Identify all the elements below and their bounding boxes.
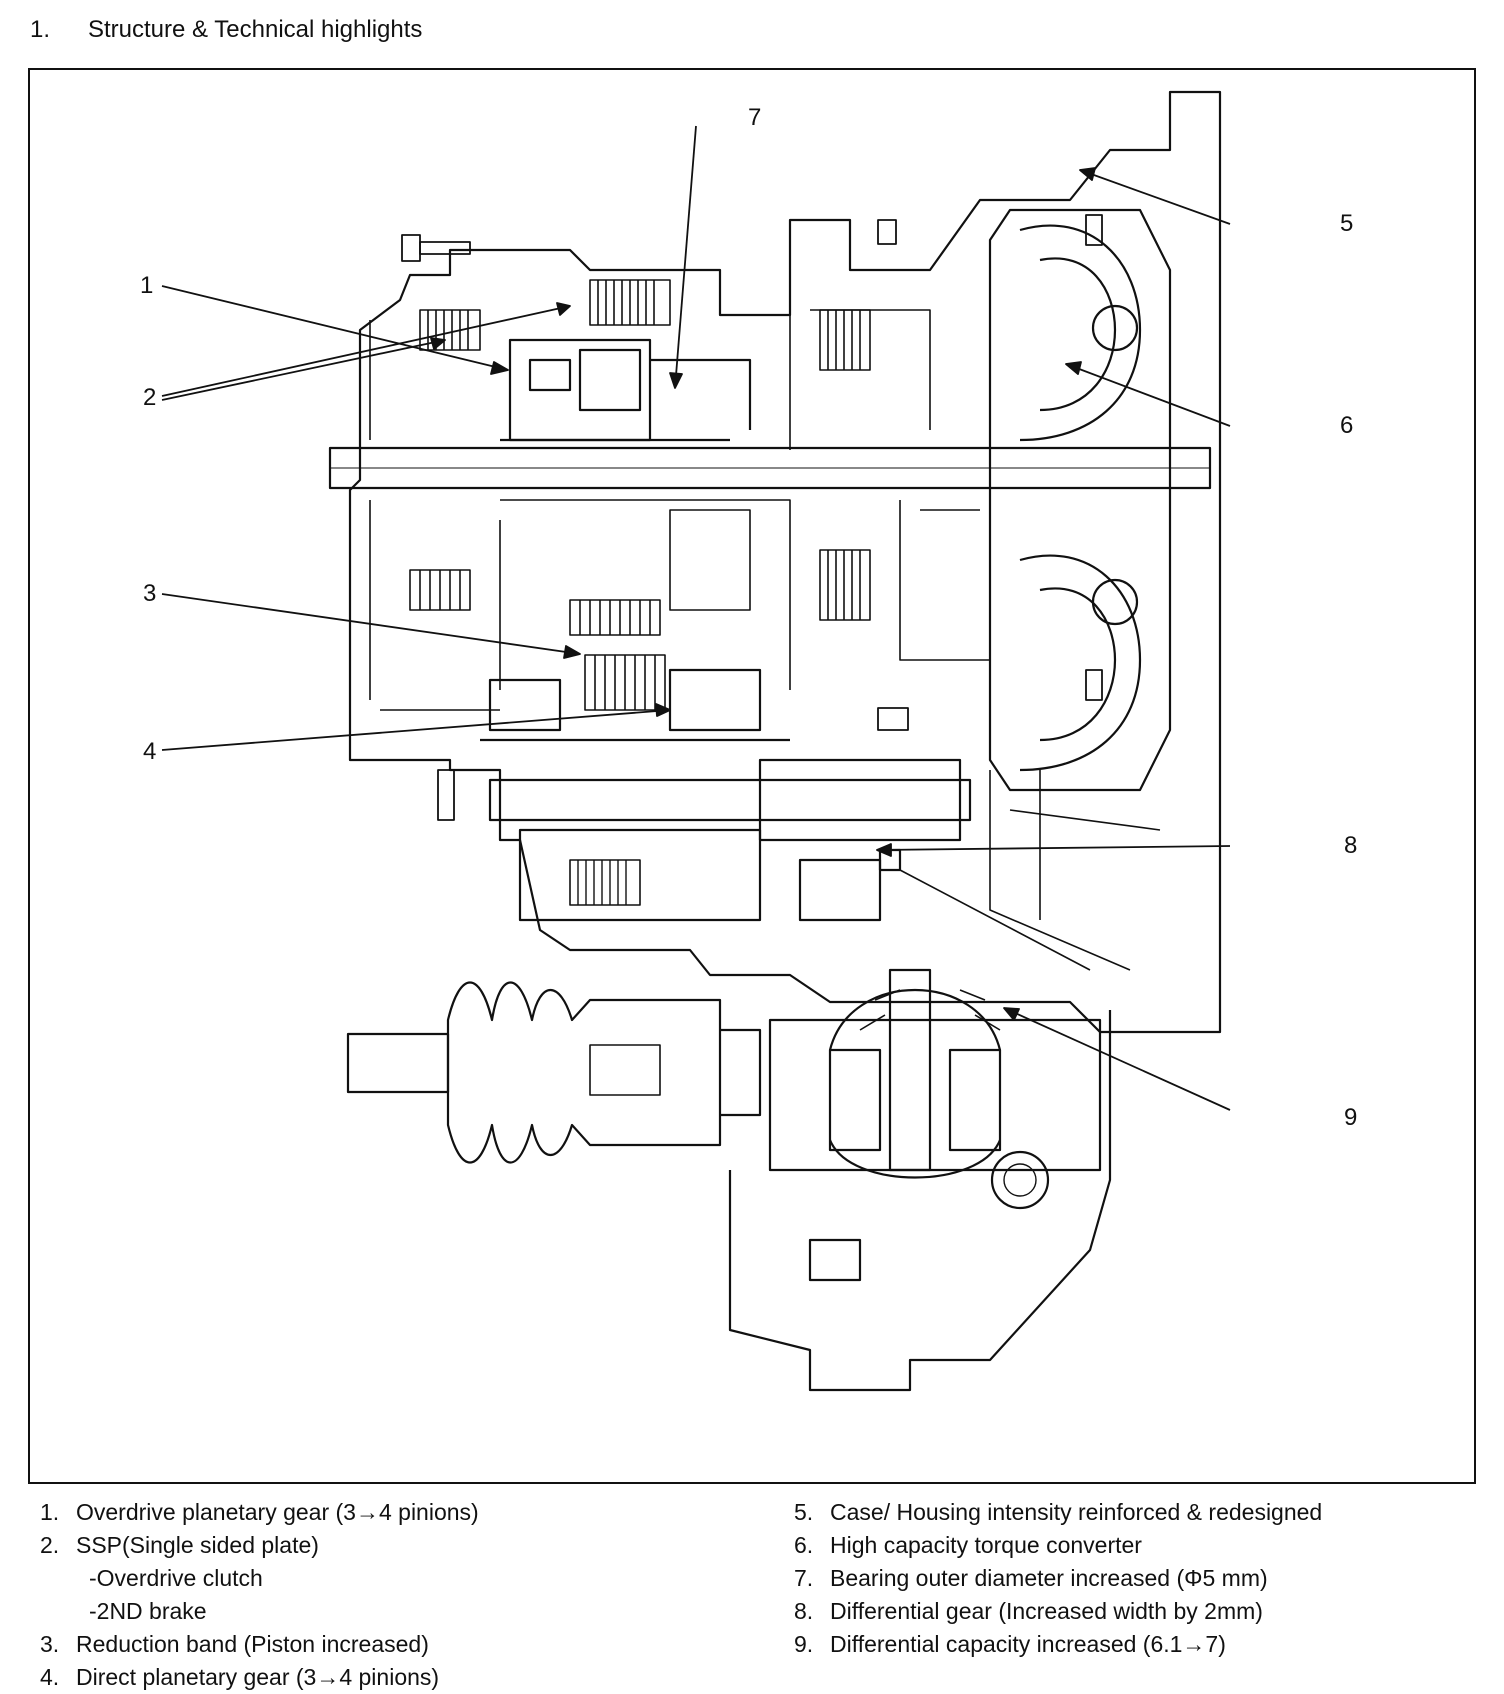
callout-1: 1 — [140, 272, 154, 299]
drain-plug — [990, 1150, 1050, 1210]
legend-item-9: 9.Differential capacity increased (6.1→7… — [794, 1631, 1226, 1657]
converter-pump-upper — [1091, 304, 1139, 352]
drain-plug-inner — [1003, 1163, 1037, 1197]
callout-9: 9 — [1344, 1104, 1358, 1131]
transmission-cutaway-drawing — [161, 90, 1231, 1392]
reduction-band-clutch — [409, 549, 871, 711]
direct-planetary-gear — [480, 668, 790, 742]
legend-item-1: 1.Overdrive planetary gear (3→4 pinions) — [40, 1499, 479, 1525]
converter-pump-lower — [1091, 578, 1139, 626]
transmission-cutaway-figure: 1 2 3 4 5 6 7 8 9 — [28, 68, 1476, 1484]
differential-assembly — [768, 968, 1102, 1179]
callout-4: 4 — [143, 738, 157, 765]
transfer-shaft — [488, 758, 972, 922]
torque-converter-lower — [1019, 554, 1142, 772]
legend-item-4: 4.Direct planetary gear (3→4 pinions) — [40, 1664, 440, 1690]
callout-leaders — [161, 125, 1231, 1111]
legend-left-column: 1.Overdrive planetary gear (3→4 pinions)… — [40, 1496, 479, 1694]
torque-converter-upper — [1019, 224, 1142, 442]
legend-item-6: 6.High capacity torque converter — [794, 1532, 1142, 1558]
callout-8: 8 — [1344, 832, 1358, 859]
transmission-case-outline — [348, 90, 1222, 1034]
torque-converter-upper-inner — [1039, 257, 1117, 412]
callout-2: 2 — [143, 384, 157, 411]
legend-item-2: 2.SSP(Single sided plate) -Overdrive clu… — [40, 1529, 479, 1628]
callout-3: 3 — [143, 580, 157, 607]
mount-boss — [808, 1238, 862, 1282]
torque-converter-housing — [988, 208, 1172, 792]
torque-converter-lower-inner — [1039, 587, 1117, 742]
overdrive-planetary-gear — [500, 338, 752, 442]
differential-case-bottom — [728, 1010, 1112, 1392]
legend-subitem-overdrive-clutch: -Overdrive clutch — [89, 1565, 263, 1591]
legend-item-8: 8.Differential gear (Increased width by … — [794, 1598, 1263, 1624]
callout-5: 5 — [1340, 210, 1354, 237]
drive-shaft-cv-joint — [346, 981, 762, 1164]
callout-6: 6 — [1340, 412, 1354, 439]
legend-item-7: 7.Bearing outer diameter increased (Φ5 m… — [794, 1565, 1268, 1591]
legend-item-5: 5.Case/ Housing intensity reinforced & r… — [794, 1499, 1323, 1525]
legend-item-3: 3.Reduction band (Piston increased) — [40, 1631, 429, 1657]
case-inner-walls — [369, 309, 990, 711]
legend-right-column: 5.Case/ Housing intensity reinforced & r… — [794, 1496, 1322, 1661]
legend-subitem-2nd-brake: -2ND brake — [89, 1598, 207, 1624]
callout-7: 7 — [748, 104, 762, 131]
heading-title: Structure & Technical highlights — [88, 16, 423, 43]
heading-number: 1. — [30, 16, 51, 43]
page-heading: 1. Structure & Technical highlights — [30, 16, 422, 44]
case-bolts — [401, 214, 1103, 821]
overdrive-clutch-pack — [419, 279, 871, 371]
case-right-webbing — [899, 770, 1161, 971]
